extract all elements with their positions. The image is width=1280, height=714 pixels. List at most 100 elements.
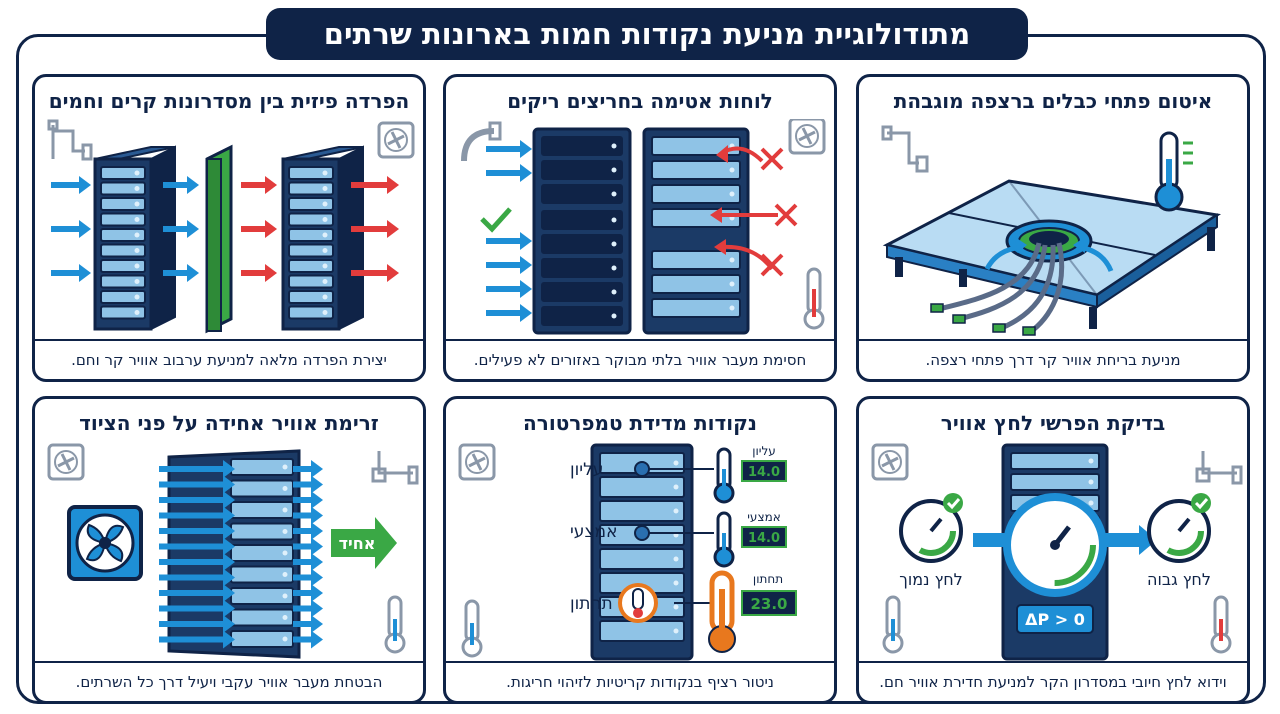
airflow-arrow-head xyxy=(311,506,323,525)
thermometer-icon xyxy=(713,447,735,504)
status-light xyxy=(322,248,328,253)
status-light xyxy=(673,556,679,562)
panel-caption: יצירת הפרדה מלאה למניעת ערבוב אוויר קר ו… xyxy=(35,339,423,379)
airflow-arrow-head xyxy=(311,599,323,618)
airflow-arrow xyxy=(159,590,223,596)
server-unit xyxy=(100,212,146,227)
server-unit xyxy=(1010,452,1100,470)
airflow-arrow-head xyxy=(311,553,323,571)
server-unit xyxy=(651,250,741,270)
status-light xyxy=(134,217,140,222)
panel-title: בדיקת הפרשי לחץ אוויר xyxy=(940,411,1166,435)
panel-title: נקודות מדידת טמפרטורה xyxy=(523,411,757,435)
thermometer-icon xyxy=(632,588,644,618)
status-light xyxy=(282,550,288,556)
status-light xyxy=(134,294,140,300)
status-light xyxy=(134,263,140,269)
airflow-arrow xyxy=(486,262,520,268)
panel-caption: מניעת בריחת אוויר קר דרך פתחי רצפה. xyxy=(859,339,1247,379)
status-light xyxy=(282,486,288,491)
pipe-icon xyxy=(461,121,502,162)
airflow-arrow-head xyxy=(520,280,532,298)
airflow-arrow xyxy=(293,466,311,472)
airflow-arrow-head xyxy=(223,491,235,509)
status-light xyxy=(1088,458,1094,464)
airflow-arrow xyxy=(241,270,265,276)
airflow-arrow xyxy=(293,605,311,612)
status-light xyxy=(134,170,140,176)
server-unit xyxy=(100,228,146,242)
status-light xyxy=(322,217,328,222)
panel-caption: חסימת מעבר אוויר בלתי מבוקר באזורים לא פ… xyxy=(446,339,834,379)
airflow-arrow-head xyxy=(187,220,199,238)
pipe-icon xyxy=(371,451,419,485)
server-unit xyxy=(541,184,623,204)
uniform-label: אחיד xyxy=(339,534,376,553)
server-unit xyxy=(541,282,623,302)
server-unit xyxy=(288,290,334,304)
server-unit xyxy=(288,181,334,196)
server-unit xyxy=(541,258,623,278)
rack-side xyxy=(338,145,364,331)
status-light xyxy=(673,604,679,610)
pipe-icon xyxy=(881,125,929,173)
server-unit xyxy=(230,544,294,562)
status-light xyxy=(282,593,288,599)
reading-bottom: 23.0 xyxy=(750,595,787,613)
panel-blanking-panels: לוחות אטימה בחריצים ריקים xyxy=(443,74,837,382)
panel-cable-sealing: איטום פתחי כבלים ברצפה מוגבהת xyxy=(856,74,1250,382)
airflow-arrow-head xyxy=(223,568,235,587)
airflow-arrow-head xyxy=(387,176,399,194)
airflow-arrow-head xyxy=(311,568,323,587)
airflow-arrow-head xyxy=(187,264,199,282)
fan-icon xyxy=(788,119,826,155)
status-light xyxy=(322,232,328,238)
airflow-arrow xyxy=(163,182,187,188)
rack-side xyxy=(150,145,176,331)
panel-physical-separation: הפרדה פיזית בין מסדרונות קרים וחמים יציר… xyxy=(32,74,426,382)
airflow-arrow-head xyxy=(311,475,323,494)
status-light xyxy=(729,191,735,197)
airflow-arrow-head xyxy=(311,630,323,649)
airflow-arrow xyxy=(293,621,311,627)
raised-floor-illustration xyxy=(859,119,1247,339)
airflow-arrow-head xyxy=(187,176,199,194)
airflow-arrow xyxy=(159,636,223,643)
airflow-arrow xyxy=(293,574,311,581)
page-title: מתודולוגיית מניעת נקודות חמות בארונות שר… xyxy=(266,8,1028,60)
airflow-arrow xyxy=(293,590,311,596)
status-light xyxy=(1088,500,1094,506)
thermometer-icon xyxy=(882,595,904,654)
server-unit xyxy=(288,305,334,320)
server-unit xyxy=(100,259,146,273)
thermometer-icon xyxy=(713,511,735,568)
status-light xyxy=(134,232,140,238)
server-unit xyxy=(288,274,334,289)
reading-middle: 14.0 xyxy=(748,531,780,546)
level-bottom-label: תחתון xyxy=(570,594,613,614)
status-light xyxy=(282,636,288,642)
airflow-arrow-head xyxy=(265,220,277,238)
server-unit xyxy=(100,305,146,320)
aisle-separation-illustration xyxy=(35,119,423,339)
airflow-arrow xyxy=(159,574,223,581)
airflow-arrow xyxy=(486,146,520,152)
airflow-arrow xyxy=(163,270,187,276)
airflow-arrow-head xyxy=(387,264,399,282)
panel-temperature-points: נקודות מדידת טמפרטורה עליון אמצעי תחתון xyxy=(443,396,837,704)
server-unit xyxy=(1010,473,1100,491)
status-light xyxy=(611,191,617,197)
status-light xyxy=(134,201,140,207)
status-light xyxy=(322,294,328,300)
server-unit xyxy=(651,136,741,156)
panel-caption: ניטור רציף בנקודות קריטיות לזיהוי חריגות… xyxy=(446,661,834,701)
status-light xyxy=(611,143,617,149)
server-unit xyxy=(599,476,685,498)
airflow-arrow-head xyxy=(311,615,323,633)
status-light xyxy=(282,464,288,470)
airflow-arrow-head xyxy=(311,522,323,540)
airflow-arrow-head xyxy=(223,615,235,633)
high-pressure-label: לחץ גבוה xyxy=(1147,570,1211,589)
airflow-arrow-head xyxy=(79,264,91,282)
thermometer-icon xyxy=(803,267,825,330)
